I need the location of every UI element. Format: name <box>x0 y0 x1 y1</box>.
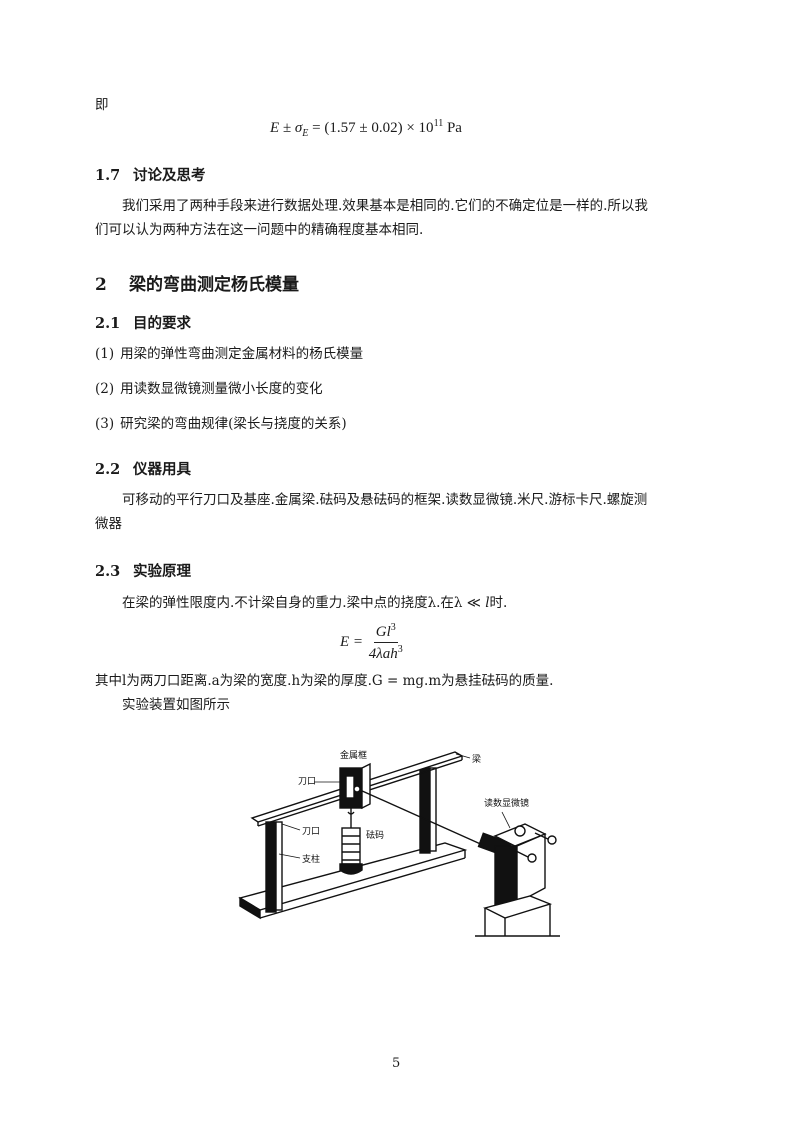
section-heading-2-3: 2.3 实验原理 <box>95 560 191 581</box>
paragraph-line: 们可以认为两种方法在这一问题中的精确程度基本相同. <box>95 222 424 238</box>
label-knife-edge-left: 刀口 <box>302 827 320 837</box>
eq1-rhs: = (1.57 ± 0.02) × 10 <box>312 120 434 136</box>
list-item-text: 用读数显微镜测量微小长度的变化 <box>120 381 323 397</box>
paragraph-line: 微器 <box>95 516 122 532</box>
eq1-exp: 11 <box>433 118 444 129</box>
paragraph-line: 我们采用了两种手段来进行数据处理.效果基本是相同的.它们的不确定位是一样的.所以… <box>122 198 648 214</box>
label-knife-edge-top: 刀口 <box>298 777 316 787</box>
section-title: 目的要求 <box>133 315 191 332</box>
list-item: (3) 研究梁的弯曲规律(梁长与挠度的关系) <box>95 414 347 434</box>
section-number: 2.2 <box>95 461 121 478</box>
section-title: 讨论及思考 <box>133 167 206 184</box>
page-number: 5 <box>392 1056 401 1071</box>
principle-text-post: 时. <box>489 595 508 611</box>
label-weight: 砝码 <box>366 829 384 841</box>
list-item: (2) 用读数显微镜测量微小长度的变化 <box>95 379 323 399</box>
section-heading-1-7: 1.7 讨论及思考 <box>95 164 206 185</box>
section-title: 梁的弯曲测定杨氏模量 <box>129 275 299 295</box>
paragraph-line: 其中l为两刀口距离.a为梁的宽度.h为梁的厚度.G = mg.m为悬挂砝码的质量… <box>95 673 554 689</box>
paragraph-line: 在梁的弹性限度内.不计梁自身的重力.梁中点的挠度λ.在λ ≪ l时. <box>122 593 507 613</box>
section-heading-2: 2 梁的弯曲测定杨氏模量 <box>95 270 299 295</box>
list-item: (1) 用梁的弹性弯曲测定金属材料的杨氏模量 <box>95 344 363 364</box>
eq1-sub: E <box>302 128 309 139</box>
formula-fraction: Gl3 4λah3 <box>368 622 403 662</box>
section-number: 1.7 <box>95 167 121 184</box>
eq1-unit: Pa <box>443 120 462 136</box>
principle-var: l <box>485 595 490 611</box>
list-item-label: (1) <box>95 346 115 362</box>
paragraph-line: 实验装置如图所示 <box>122 697 230 713</box>
section-number: 2.3 <box>95 563 121 580</box>
formula-numerator: Gl <box>375 624 391 640</box>
section-number: 2 <box>95 275 107 295</box>
figure-apparatus: 金属框 刀口 梁 读数显微镜 刀口 砝码 支柱 <box>230 738 570 938</box>
section-number: 2.1 <box>95 315 121 332</box>
paragraph-line: 可移动的平行刀口及基座.金属梁.砝码及悬砝码的框架.读数显微镜.米尺.游标卡尺.… <box>122 492 648 508</box>
principle-text-pre: 在梁的弹性限度内.不计梁自身的重力.梁中点的挠度λ.在λ ≪ <box>122 595 486 611</box>
section-title: 实验原理 <box>133 563 191 580</box>
formula-denominator: 4λah <box>368 646 398 662</box>
list-item-label: (2) <box>95 381 115 397</box>
section-heading-2-1: 2.1 目的要求 <box>95 312 191 333</box>
section-heading-2-2: 2.2 仪器用具 <box>95 458 191 479</box>
intro-word: 即 <box>95 97 109 113</box>
equation-youngs-modulus-result: E ± σE = (1.57 ± 0.02) × 1011 Pa <box>270 118 462 139</box>
eq1-lhs: E ± σ <box>270 120 303 136</box>
label-metal-frame: 金属框 <box>340 749 367 761</box>
list-item-text: 用梁的弹性弯曲测定金属材料的杨氏模量 <box>120 346 364 362</box>
label-reading-microscope: 读数显微镜 <box>484 797 529 809</box>
list-item-text: 研究梁的弯曲规律(梁长与挠度的关系) <box>120 416 347 432</box>
list-item-label: (3) <box>95 416 115 432</box>
equation-youngs-modulus-formula: E = Gl3 4λah3 <box>340 622 405 663</box>
section-title: 仪器用具 <box>133 461 191 478</box>
apparatus-drawing: 金属框 刀口 梁 读数显微镜 刀口 砝码 支柱 <box>238 749 560 937</box>
label-beam: 梁 <box>472 753 481 765</box>
formula-lhs: E = <box>340 633 364 650</box>
label-pillar: 支柱 <box>302 853 320 865</box>
